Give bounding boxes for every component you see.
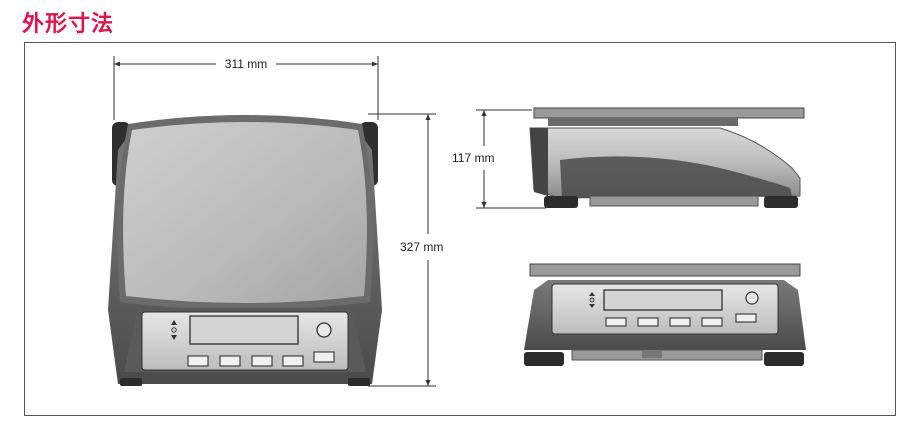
front-lcd-display (603, 289, 723, 311)
front-up-arrow-icon (589, 292, 595, 296)
front-port (642, 350, 662, 358)
button-4 (282, 355, 304, 367)
button-2 (219, 355, 241, 367)
height-dimension (476, 109, 546, 209)
page-title: 外形寸法 (22, 12, 115, 37)
front-button-2 (637, 317, 659, 327)
weighing-platform (123, 122, 367, 303)
front-button-1 (605, 317, 627, 327)
platform-support (548, 118, 738, 126)
front-base-pan (571, 349, 763, 361)
front-left-foot (120, 378, 142, 386)
side-view (529, 107, 805, 208)
up-arrow-icon (171, 320, 177, 325)
width-dimension (113, 56, 379, 120)
depth-label: 327 mm (400, 240, 443, 254)
front-level-bubble-icon (745, 291, 759, 305)
front-right-foot (348, 378, 370, 386)
depth-dimension (368, 113, 436, 387)
drawing-frame (24, 42, 896, 416)
front-down-arrow-icon (589, 304, 595, 308)
front-button-4 (701, 317, 723, 327)
lcd-display (189, 315, 299, 345)
base-pan (589, 195, 759, 207)
platform-plate (533, 107, 805, 119)
circle-icon (171, 327, 177, 333)
front-foot-left (524, 352, 564, 366)
front-button-3 (669, 317, 691, 327)
button-1 (187, 355, 209, 367)
side-foot-rear (544, 196, 578, 208)
front-foot-right (764, 352, 804, 366)
rear-face (530, 128, 548, 196)
button-3 (251, 355, 273, 367)
front-button-5 (735, 313, 757, 323)
front-circle-icon (589, 297, 595, 303)
top-view (108, 115, 382, 386)
height-label: 117 mm (452, 151, 494, 165)
front-platform (529, 263, 801, 277)
side-foot-front (764, 196, 798, 208)
level-bubble-icon (316, 322, 332, 338)
button-5 (313, 351, 335, 363)
side-band (560, 156, 792, 198)
down-arrow-icon (171, 335, 177, 340)
width-label: 311 mm (225, 57, 267, 71)
front-view (524, 263, 806, 366)
